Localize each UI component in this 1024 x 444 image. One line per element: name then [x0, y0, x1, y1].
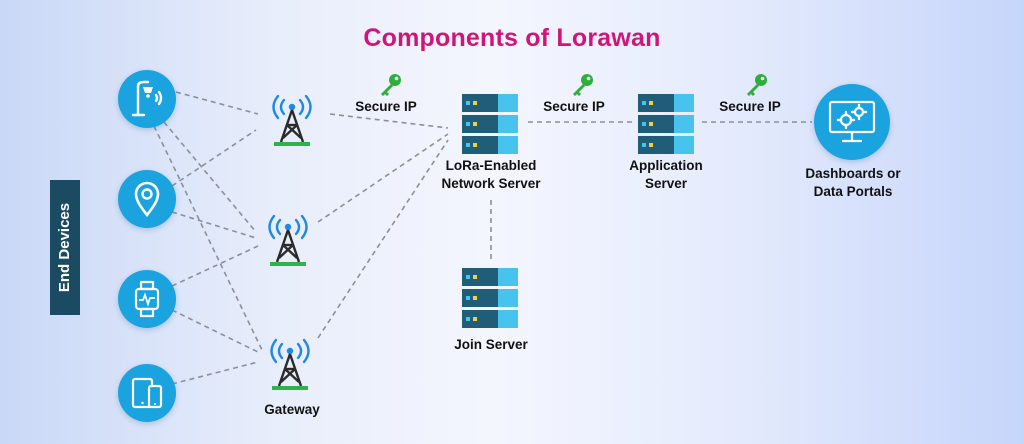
server-icon — [462, 94, 518, 154]
secure-ip-label-3: Secure IP — [719, 99, 781, 114]
diagram-title: Components of Lorawan — [363, 24, 661, 52]
antenna-tower-icon — [270, 338, 310, 390]
link-lamp-gw3 — [153, 125, 263, 351]
gateway-label: Gateway — [264, 402, 320, 417]
end-device-location — [118, 170, 176, 228]
link-pin-gw1 — [171, 129, 257, 187]
dashboards-circle — [814, 84, 890, 160]
antenna-tower-icon — [272, 94, 312, 146]
antenna-tower-icon — [268, 214, 308, 266]
end-device-watch — [118, 270, 176, 328]
street-lamp-icon — [131, 80, 163, 117]
network-server-line2: Network Server — [441, 176, 541, 191]
dashboards-label: Dashboards or Data Portals — [790, 165, 916, 201]
link-lamp-gw2 — [163, 121, 257, 233]
gateway-tower-3 — [270, 338, 310, 390]
link-watch-gw2 — [171, 245, 259, 287]
application-server-label: Application Server — [612, 157, 720, 193]
key-icon — [573, 74, 593, 96]
dashboards-line2: Data Portals — [813, 184, 893, 199]
network-server-icon — [462, 94, 518, 154]
secure-ip-label-1: Secure IP — [355, 99, 417, 114]
link-watch-gw3 — [171, 309, 259, 353]
server-icon — [638, 94, 694, 154]
network-server-label: LoRa-Enabled Network Server — [430, 157, 552, 193]
join-server-icon — [462, 268, 518, 328]
link-gw3-ns — [317, 139, 449, 339]
dashboards-line1: Dashboards or — [805, 166, 901, 181]
gateway-tower-1 — [272, 94, 312, 146]
server-icon — [462, 268, 518, 328]
link-pin-gw2 — [171, 211, 257, 239]
application-server-line1: Application — [629, 158, 703, 173]
network-server-line1: LoRa-Enabled — [445, 158, 537, 173]
link-gw1-ns — [329, 113, 449, 129]
link-gw2-ns — [317, 133, 449, 223]
link-tablet-gw3 — [171, 361, 259, 385]
monitor-gears-icon — [828, 100, 876, 143]
secure-ip-label-2: Secure IP — [543, 99, 605, 114]
tablet-phone-icon — [131, 377, 163, 409]
join-server-label: Join Server — [454, 337, 528, 352]
end-devices-label: End Devices — [56, 202, 74, 293]
link-lamp-gw1 — [175, 91, 259, 115]
smartwatch-icon — [134, 280, 160, 318]
gateway-tower-2 — [268, 214, 308, 266]
end-device-tablet — [118, 364, 176, 422]
end-devices-bar: End Devices — [50, 180, 80, 315]
key-icon — [747, 74, 767, 96]
location-pin-icon — [134, 181, 160, 218]
end-device-lamp — [118, 70, 176, 128]
application-server-icon — [638, 94, 694, 154]
application-server-line2: Server — [644, 176, 688, 191]
key-icon — [381, 74, 401, 96]
